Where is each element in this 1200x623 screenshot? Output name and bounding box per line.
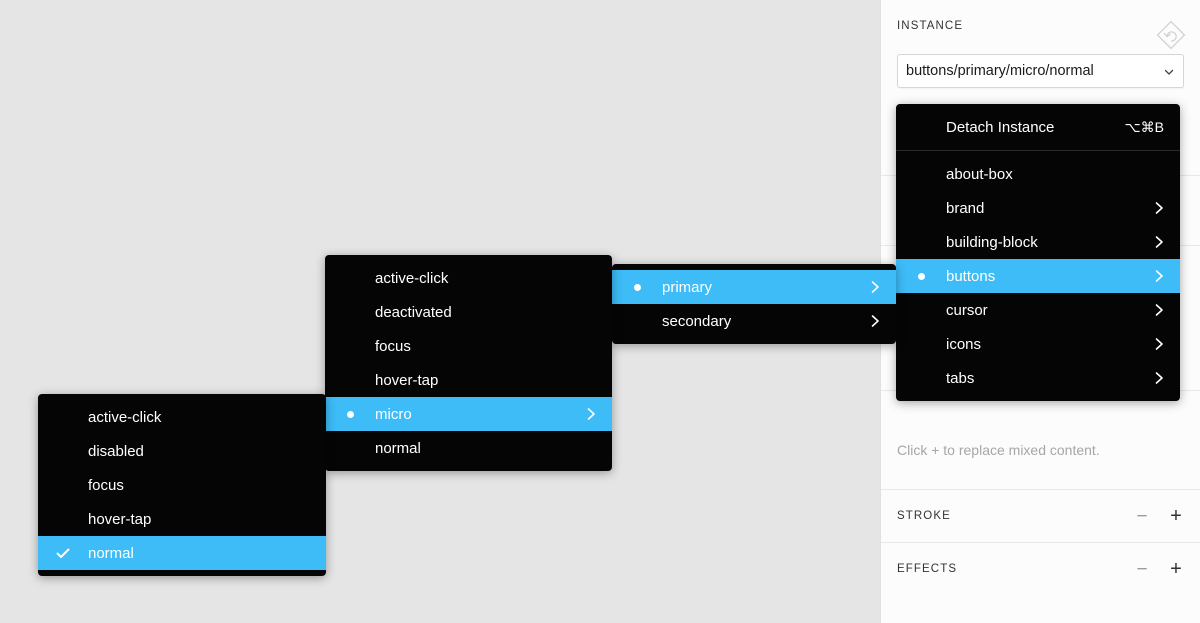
menu-item-list: primary secondary xyxy=(612,270,896,338)
menu-item-normal[interactable]: normal xyxy=(325,431,612,465)
menu-item-hover-tap[interactable]: hover-tap xyxy=(325,363,612,397)
menu-item-label: normal xyxy=(88,544,134,562)
chevron-right-icon xyxy=(1154,303,1164,317)
menu-item-label: icons xyxy=(946,335,982,353)
instance-swap-menu[interactable]: Detach Instance ⌥⌘B about-box brand buildi… xyxy=(896,104,1180,401)
menu-item-active-click[interactable]: active-click xyxy=(38,400,326,434)
menu-separator xyxy=(896,150,1180,151)
menu-item-label: about-box xyxy=(946,165,1013,183)
chevron-down-icon xyxy=(1163,65,1175,77)
chevron-right-icon xyxy=(1154,269,1164,283)
menu-item-shortcut: ⌥⌘B xyxy=(1124,118,1164,135)
instance-select-row: buttons/primary/micro/normal xyxy=(881,54,1200,88)
chevron-right-icon xyxy=(870,314,880,328)
effects-section-header: EFFECTS − + xyxy=(897,543,1185,595)
chevron-right-icon xyxy=(586,407,596,421)
effects-minus-button[interactable]: − xyxy=(1136,558,1148,580)
menu-item-label: disabled xyxy=(88,442,144,460)
instance-reset-icon[interactable] xyxy=(1156,20,1186,50)
effects-plus-button[interactable]: + xyxy=(1170,558,1182,580)
selected-dot-icon xyxy=(896,272,946,280)
chevron-right-icon xyxy=(1154,371,1164,385)
stroke-plus-button[interactable]: + xyxy=(1170,505,1182,527)
menu-item-label: brand xyxy=(946,199,985,217)
menu-item-label: secondary xyxy=(662,312,732,330)
menu-item-label: deactivated xyxy=(375,303,452,321)
menu-item-cursor[interactable]: cursor xyxy=(896,293,1180,327)
menu-item-label: cursor xyxy=(946,301,988,319)
chevron-right-icon xyxy=(1154,337,1164,351)
instance-select-value: buttons/primary/micro/normal xyxy=(906,63,1094,79)
instance-section: INSTANCE xyxy=(881,0,1200,52)
stroke-section-header: STROKE − + xyxy=(897,490,1185,542)
menu-item-list: about-box brand building-block buttons curso… xyxy=(896,157,1180,395)
menu-item-disabled[interactable]: disabled xyxy=(38,434,326,468)
micro-submenu[interactable]: active-click disabled focus hover-tap normal xyxy=(38,394,326,576)
menu-item-focus[interactable]: focus xyxy=(38,468,326,502)
menu-item-label: Detach Instance xyxy=(946,118,1055,136)
menu-item-normal[interactable]: normal xyxy=(38,536,326,570)
menu-item-secondary[interactable]: secondary xyxy=(612,304,896,338)
stroke-section: STROKE − + xyxy=(881,490,1200,542)
chevron-right-icon xyxy=(1154,201,1164,215)
menu-item-buttons[interactable]: buttons xyxy=(896,259,1180,293)
menu-item-label: hover-tap xyxy=(88,510,152,528)
mixed-content-hint: Click + to replace mixed content. xyxy=(897,442,1100,458)
check-icon xyxy=(38,548,88,559)
effects-section: EFFECTS − + xyxy=(881,543,1200,595)
chevron-right-icon xyxy=(1154,235,1164,249)
menu-item-list: active-click deactivated focus hover-tap mic… xyxy=(325,261,612,465)
menu-item-label: building-block xyxy=(946,233,1038,251)
instance-section-header: INSTANCE xyxy=(897,0,1184,52)
menu-item-label: focus xyxy=(375,337,411,355)
buttons-submenu[interactable]: primary secondary xyxy=(612,264,896,344)
selected-dot-icon xyxy=(325,410,375,418)
menu-item-label: hover-tap xyxy=(375,371,439,389)
menu-item-deactivated[interactable]: deactivated xyxy=(325,295,612,329)
menu-item-list: active-click disabled focus hover-tap normal xyxy=(38,400,326,570)
menu-item-primary[interactable]: primary xyxy=(612,270,896,304)
menu-item-label: active-click xyxy=(88,408,162,426)
menu-item-about-box[interactable]: about-box xyxy=(896,157,1180,191)
stroke-minus-button[interactable]: − xyxy=(1136,505,1148,527)
panel-divider-stroke xyxy=(881,489,1200,490)
menu-item-hover-tap[interactable]: hover-tap xyxy=(38,502,326,536)
menu-item-label: primary xyxy=(662,278,713,296)
menu-item-active-click[interactable]: active-click xyxy=(325,261,612,295)
effects-section-title: EFFECTS xyxy=(897,563,958,575)
menu-item-label: normal xyxy=(375,439,421,457)
primary-submenu[interactable]: active-click deactivated focus hover-tap mic… xyxy=(325,255,612,471)
selected-dot-icon xyxy=(612,283,662,291)
menu-item-focus[interactable]: focus xyxy=(325,329,612,363)
instance-section-title: INSTANCE xyxy=(897,20,964,32)
menu-item-micro[interactable]: micro xyxy=(325,397,612,431)
instance-swap-select[interactable]: buttons/primary/micro/normal xyxy=(897,54,1184,88)
effects-section-actions: − + xyxy=(1133,558,1185,580)
menu-item-detach-instance[interactable]: Detach Instance ⌥⌘B xyxy=(896,110,1180,144)
stroke-section-title: STROKE xyxy=(897,510,951,522)
menu-item-icons[interactable]: icons xyxy=(896,327,1180,361)
menu-item-label: micro xyxy=(375,405,412,423)
menu-item-label: active-click xyxy=(375,269,449,287)
panel-divider-effects xyxy=(881,542,1200,543)
stroke-section-actions: − + xyxy=(1133,505,1185,527)
menu-item-label: buttons xyxy=(946,267,996,285)
menu-item-tabs[interactable]: tabs xyxy=(896,361,1180,395)
menu-item-brand[interactable]: brand xyxy=(896,191,1180,225)
menu-item-building-block[interactable]: building-block xyxy=(896,225,1180,259)
menu-item-label: focus xyxy=(88,476,124,494)
chevron-right-icon xyxy=(870,280,880,294)
menu-item-label: tabs xyxy=(946,369,975,387)
